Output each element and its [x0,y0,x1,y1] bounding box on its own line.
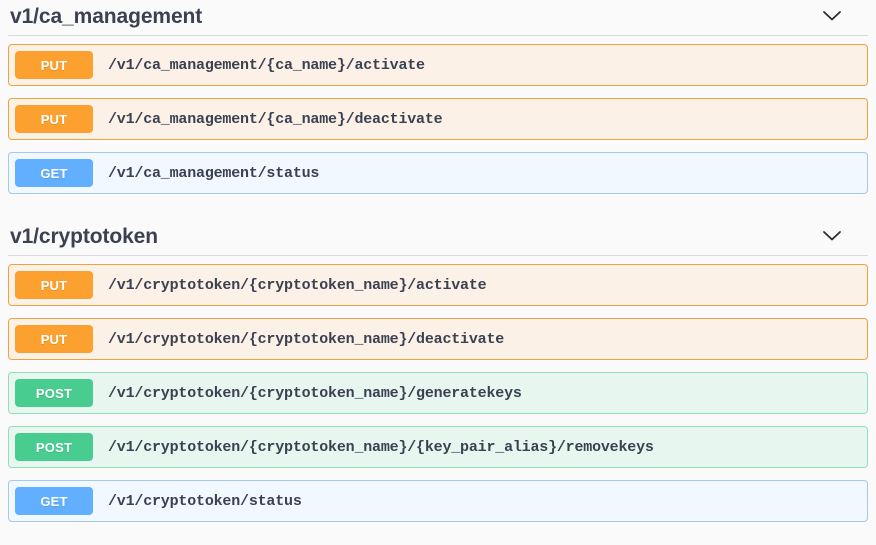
operation-row-get-1-4[interactable]: GET /v1/cryptotoken/status [8,480,868,522]
chevron-down-icon[interactable] [818,5,846,27]
api-tag-title: v1/ca_management [10,4,203,28]
http-method-badge: PUT [15,271,93,299]
operation-row-put-1-1[interactable]: PUT /v1/cryptotoken/{cryptotoken_name}/d… [8,318,868,360]
api-tag-section-1: v1/cryptotoken PUT /v1/cryptotoken/{cryp… [8,220,868,522]
endpoint-path: /v1/cryptotoken/status [108,492,302,510]
operation-row-post-1-2[interactable]: POST /v1/cryptotoken/{cryptotoken_name}/… [8,372,868,414]
api-documentation: v1/ca_management PUT /v1/ca_management/{… [8,0,868,522]
http-method-badge: GET [15,159,93,187]
api-tag-header-1[interactable]: v1/cryptotoken [8,220,868,256]
endpoint-path: /v1/ca_management/status [108,164,320,182]
endpoint-path: /v1/cryptotoken/{cryptotoken_name}/gener… [108,384,522,402]
endpoint-path: /v1/cryptotoken/{cryptotoken_name}/{key_… [108,438,654,456]
operation-row-get-0-2[interactable]: GET /v1/ca_management/status [8,152,868,194]
chevron-down-icon[interactable] [818,225,846,247]
endpoint-path: /v1/ca_management/{ca_name}/activate [108,56,425,74]
endpoint-path: /v1/ca_management/{ca_name}/deactivate [108,110,443,128]
http-method-badge: PUT [15,105,93,133]
operation-list: PUT /v1/cryptotoken/{cryptotoken_name}/a… [8,256,868,522]
http-method-badge: POST [15,433,93,461]
http-method-badge: PUT [15,51,93,79]
operation-row-put-0-1[interactable]: PUT /v1/ca_management/{ca_name}/deactiva… [8,98,868,140]
endpoint-path: /v1/cryptotoken/{cryptotoken_name}/activ… [108,276,487,294]
operation-row-post-1-3[interactable]: POST /v1/cryptotoken/{cryptotoken_name}/… [8,426,868,468]
api-tag-header-0[interactable]: v1/ca_management [8,0,868,36]
http-method-badge: PUT [15,325,93,353]
http-method-badge: GET [15,487,93,515]
operation-row-put-1-0[interactable]: PUT /v1/cryptotoken/{cryptotoken_name}/a… [8,264,868,306]
endpoint-path: /v1/cryptotoken/{cryptotoken_name}/deact… [108,330,505,348]
operation-list: PUT /v1/ca_management/{ca_name}/activate… [8,36,868,194]
operation-row-put-0-0[interactable]: PUT /v1/ca_management/{ca_name}/activate [8,44,868,86]
api-tag-title: v1/cryptotoken [10,224,158,248]
api-tag-section-0: v1/ca_management PUT /v1/ca_management/{… [8,0,868,194]
section-spacer [8,206,868,220]
http-method-badge: POST [15,379,93,407]
